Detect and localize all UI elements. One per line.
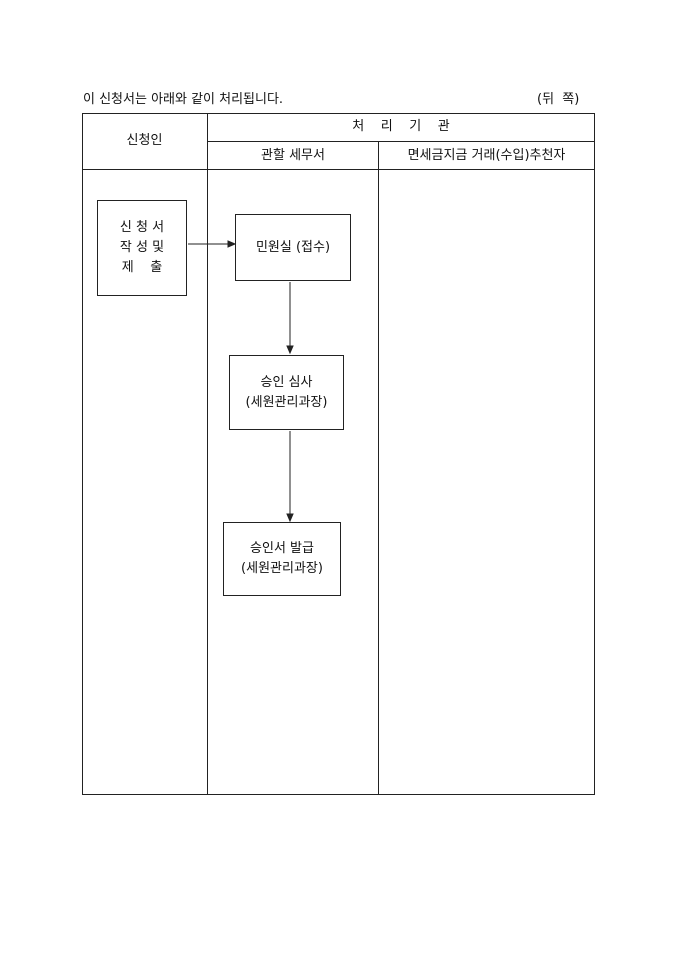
step-issue-box: 승인서 발급 (세원관리과장): [223, 522, 341, 596]
step-apply-line-1: 신 청 서: [119, 220, 165, 235]
header-bottom-line: [82, 169, 595, 170]
header-applicant: 신청인: [126, 133, 163, 148]
step-receipt-label: 민원실 (접수): [255, 239, 331, 255]
step-apply-line-2: 작 성 및: [119, 240, 165, 255]
step-review-box: 승인 심사 (세원관리과장): [229, 355, 344, 430]
table-top-border: [82, 113, 595, 114]
step-receipt-box: 민원실 (접수): [235, 214, 351, 281]
table-bottom-border: [82, 794, 595, 795]
table-right-border: [594, 113, 595, 795]
arrow-head-review-icon: [286, 345, 294, 355]
arrow-head-receipt-icon: [227, 240, 237, 248]
header-processing-org: 처 리 기 관: [352, 119, 450, 134]
header-subdivider: [207, 141, 595, 142]
table-left-border: [82, 113, 83, 795]
column-divider-1: [207, 113, 208, 795]
step-apply-box: 신 청 서 작 성 및 제 출: [97, 200, 187, 296]
header-tax-office: 관할 세무서: [261, 148, 325, 163]
column-divider-2: [378, 141, 379, 795]
page-side-label: (뒤 쪽): [537, 92, 580, 107]
notice-text: 이 신청서는 아래와 같이 처리됩니다.: [83, 92, 284, 107]
header-recommender: 면세금지금 거래(수입)추천자: [407, 148, 566, 163]
step-apply-line-3: 제 출: [121, 260, 163, 275]
arrow-head-issue-icon: [286, 513, 294, 523]
step-issue-line-2: (세원관리과장): [241, 561, 323, 576]
step-review-line-2: (세원관리과장): [245, 394, 328, 410]
step-issue-line-1: 승인서 발급: [250, 541, 314, 556]
step-review-line-1: 승인 심사: [260, 374, 313, 390]
